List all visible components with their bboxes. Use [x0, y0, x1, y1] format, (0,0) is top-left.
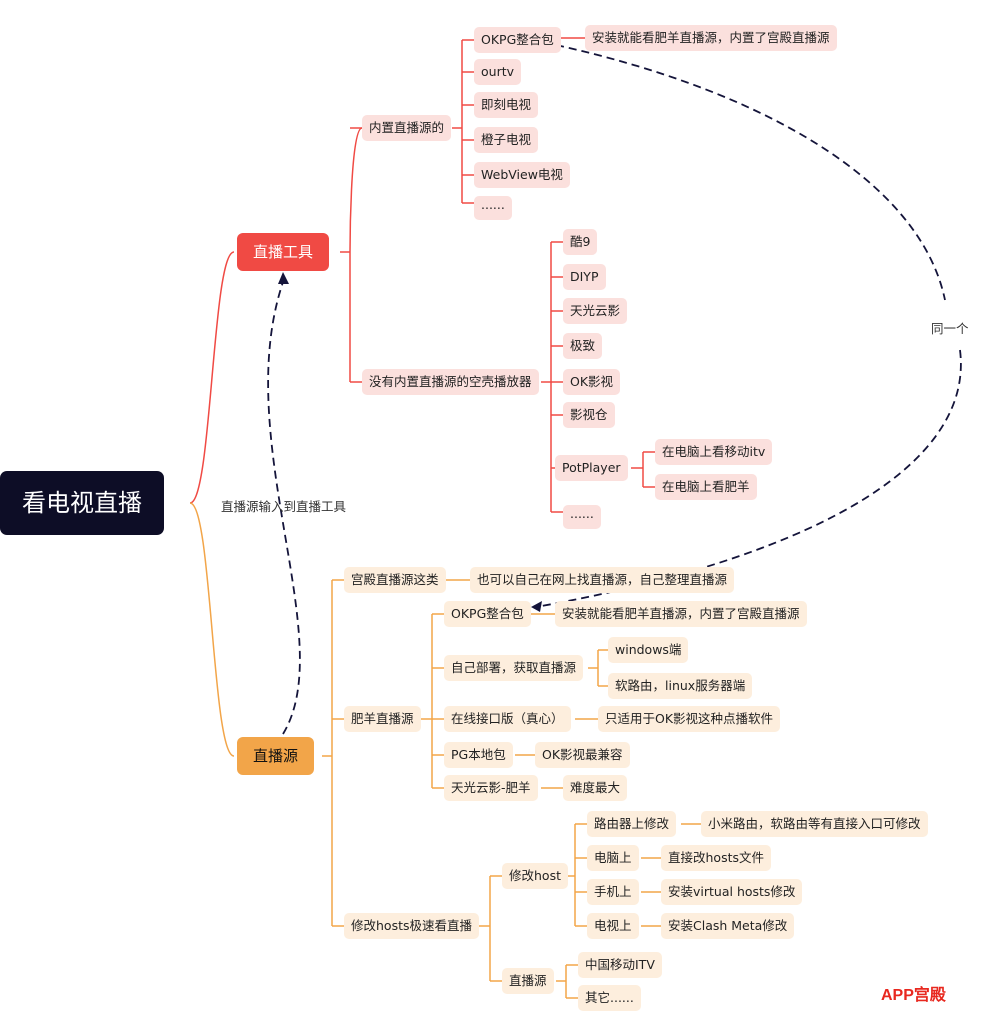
node-shell[interactable]: 没有内置直播源的空壳播放器 — [362, 369, 539, 395]
note-tianguang-feiyang[interactable]: 难度最大 — [563, 775, 628, 801]
node-diyp[interactable]: DIYP — [563, 264, 606, 290]
branch-sources[interactable]: 直播源 — [237, 737, 315, 775]
node-builtin-more[interactable]: ...... — [474, 196, 512, 220]
node-okpg-source[interactable]: OKPG整合包 — [444, 601, 531, 627]
node-pg[interactable]: PG本地包 — [444, 742, 513, 768]
node-windows[interactable]: windows端 — [608, 637, 689, 663]
node-hosts-source[interactable]: 直播源 — [502, 968, 554, 994]
node-webview[interactable]: WebView电视 — [474, 162, 570, 188]
node-deploy[interactable]: 自己部署，获取直播源 — [444, 655, 584, 681]
root-node[interactable]: 看电视直播 — [0, 471, 164, 535]
note-router[interactable]: 小米路由，软路由等有直接入口可修改 — [701, 811, 928, 837]
node-chengzi[interactable]: 橙子电视 — [474, 127, 539, 153]
note-pg[interactable]: OK影视最兼容 — [535, 742, 630, 768]
note-tv[interactable]: 安装Clash Meta修改 — [661, 913, 795, 939]
node-feiyang[interactable]: 肥羊直播源 — [344, 706, 421, 732]
node-jike[interactable]: 即刻电视 — [474, 92, 539, 118]
node-tv[interactable]: 电视上 — [587, 913, 639, 939]
node-jizhi[interactable]: 极致 — [563, 333, 603, 359]
node-phone[interactable]: 手机上 — [587, 879, 639, 905]
note-phone[interactable]: 安装virtual hosts修改 — [661, 879, 803, 905]
branch-tools[interactable]: 直播工具 — [237, 233, 330, 271]
node-hosts[interactable]: 修改hosts极速看直播 — [344, 913, 479, 939]
node-ourtv[interactable]: ourtv — [474, 59, 522, 85]
node-modify-host[interactable]: 修改host — [502, 863, 568, 889]
node-tianguang[interactable]: 天光云影 — [563, 298, 628, 324]
note-potplayer-feiyang[interactable]: 在电脑上看肥羊 — [655, 474, 757, 500]
note-online[interactable]: 只适用于OK影视这种点播软件 — [598, 706, 781, 732]
node-shell-more[interactable]: ...... — [563, 505, 601, 529]
watermark-logo: APP宫殿 — [881, 987, 946, 1004]
node-router[interactable]: 路由器上修改 — [587, 811, 677, 837]
annotation-feed: 直播源输入到直播工具 — [221, 499, 347, 514]
node-palace[interactable]: 宫殿直播源这类 — [344, 567, 446, 593]
node-others[interactable]: 其它...... — [578, 985, 641, 1011]
node-cmcc-itv[interactable]: 中国移动ITV — [578, 952, 662, 978]
node-linux[interactable]: 软路由，linux服务器端 — [608, 673, 753, 699]
node-yingshicang[interactable]: 影视仓 — [563, 402, 615, 428]
node-tianguang-feiyang[interactable]: 天光云影-肥羊 — [444, 775, 538, 801]
node-okpg-tool[interactable]: OKPG整合包 — [474, 27, 561, 53]
note-okpg-tool[interactable]: 安装就能看肥羊直播源，内置了宫殿直播源 — [585, 25, 837, 51]
note-okpg-source[interactable]: 安装就能看肥羊直播源，内置了宫殿直播源 — [555, 601, 807, 627]
node-builtin[interactable]: 内置直播源的 — [362, 115, 452, 141]
note-potplayer-itv[interactable]: 在电脑上看移动itv — [655, 439, 773, 465]
node-online[interactable]: 在线接口版（真心） — [444, 706, 571, 732]
node-potplayer[interactable]: PotPlayer — [555, 455, 628, 481]
node-ku9[interactable]: 酷9 — [563, 229, 598, 255]
node-okys[interactable]: OK影视 — [563, 369, 621, 395]
annotation-same: 同一个 — [931, 321, 969, 336]
node-pc[interactable]: 电脑上 — [587, 845, 639, 871]
note-palace[interactable]: 也可以自己在网上找直播源，自己整理直播源 — [470, 567, 735, 593]
note-pc[interactable]: 直接改hosts文件 — [661, 845, 771, 871]
